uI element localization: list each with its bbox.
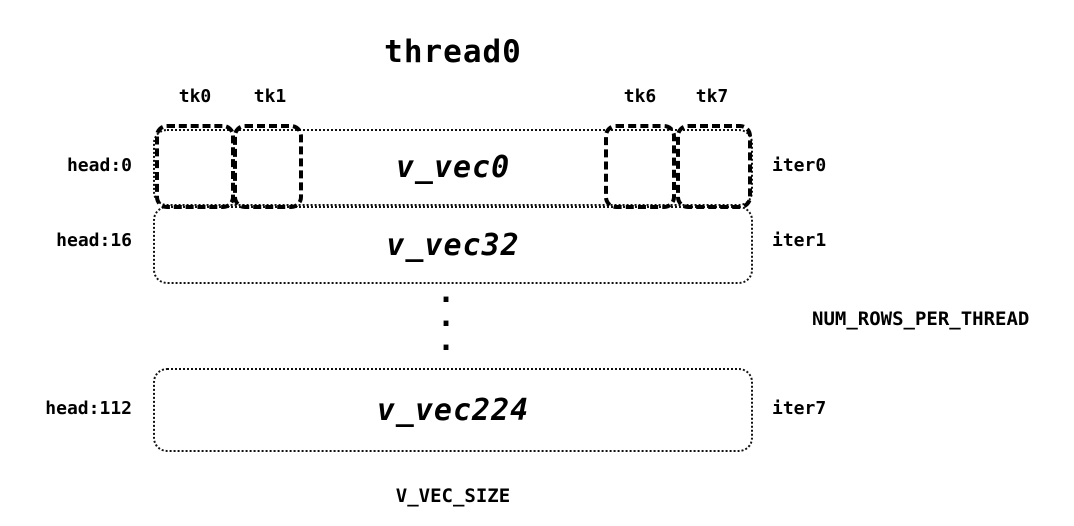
head-offset-0-label: head:0: [66, 155, 132, 176]
head-offset-16-label: head:16: [56, 230, 132, 251]
tk6-label: tk6: [623, 86, 657, 107]
tk1-box: [233, 124, 303, 209]
tk0-label: tk0: [178, 86, 212, 107]
row-box-iter1: v_vec32: [153, 206, 753, 284]
continuation-ellipsis: . . .: [437, 275, 456, 358]
tk1-label: tk1: [253, 86, 287, 107]
v-vec-size-label: V_VEC_SIZE: [395, 485, 511, 507]
tk0-box: [155, 124, 235, 209]
iter1-label: iter1: [772, 230, 827, 251]
iter7-label: iter7: [772, 398, 827, 419]
num-rows-per-thread-label: NUM_ROWS_PER_THREAD: [812, 308, 1030, 330]
iter0-label: iter0: [772, 155, 827, 176]
tk7-label: tk7: [695, 86, 729, 107]
head-offset-112-label: head:112: [45, 398, 132, 419]
row-box-iter7: v_vec224: [153, 368, 753, 452]
v-vec0-label: v_vec0: [395, 150, 511, 185]
tk6-box: [604, 124, 676, 209]
v-vec32-label: v_vec32: [386, 227, 520, 263]
v-vec224-label: v_vec224: [376, 392, 530, 428]
row-box-iter0: v_vec0: [153, 129, 753, 206]
diagram-title: thread0: [384, 34, 522, 70]
tk7-box: [676, 124, 752, 209]
